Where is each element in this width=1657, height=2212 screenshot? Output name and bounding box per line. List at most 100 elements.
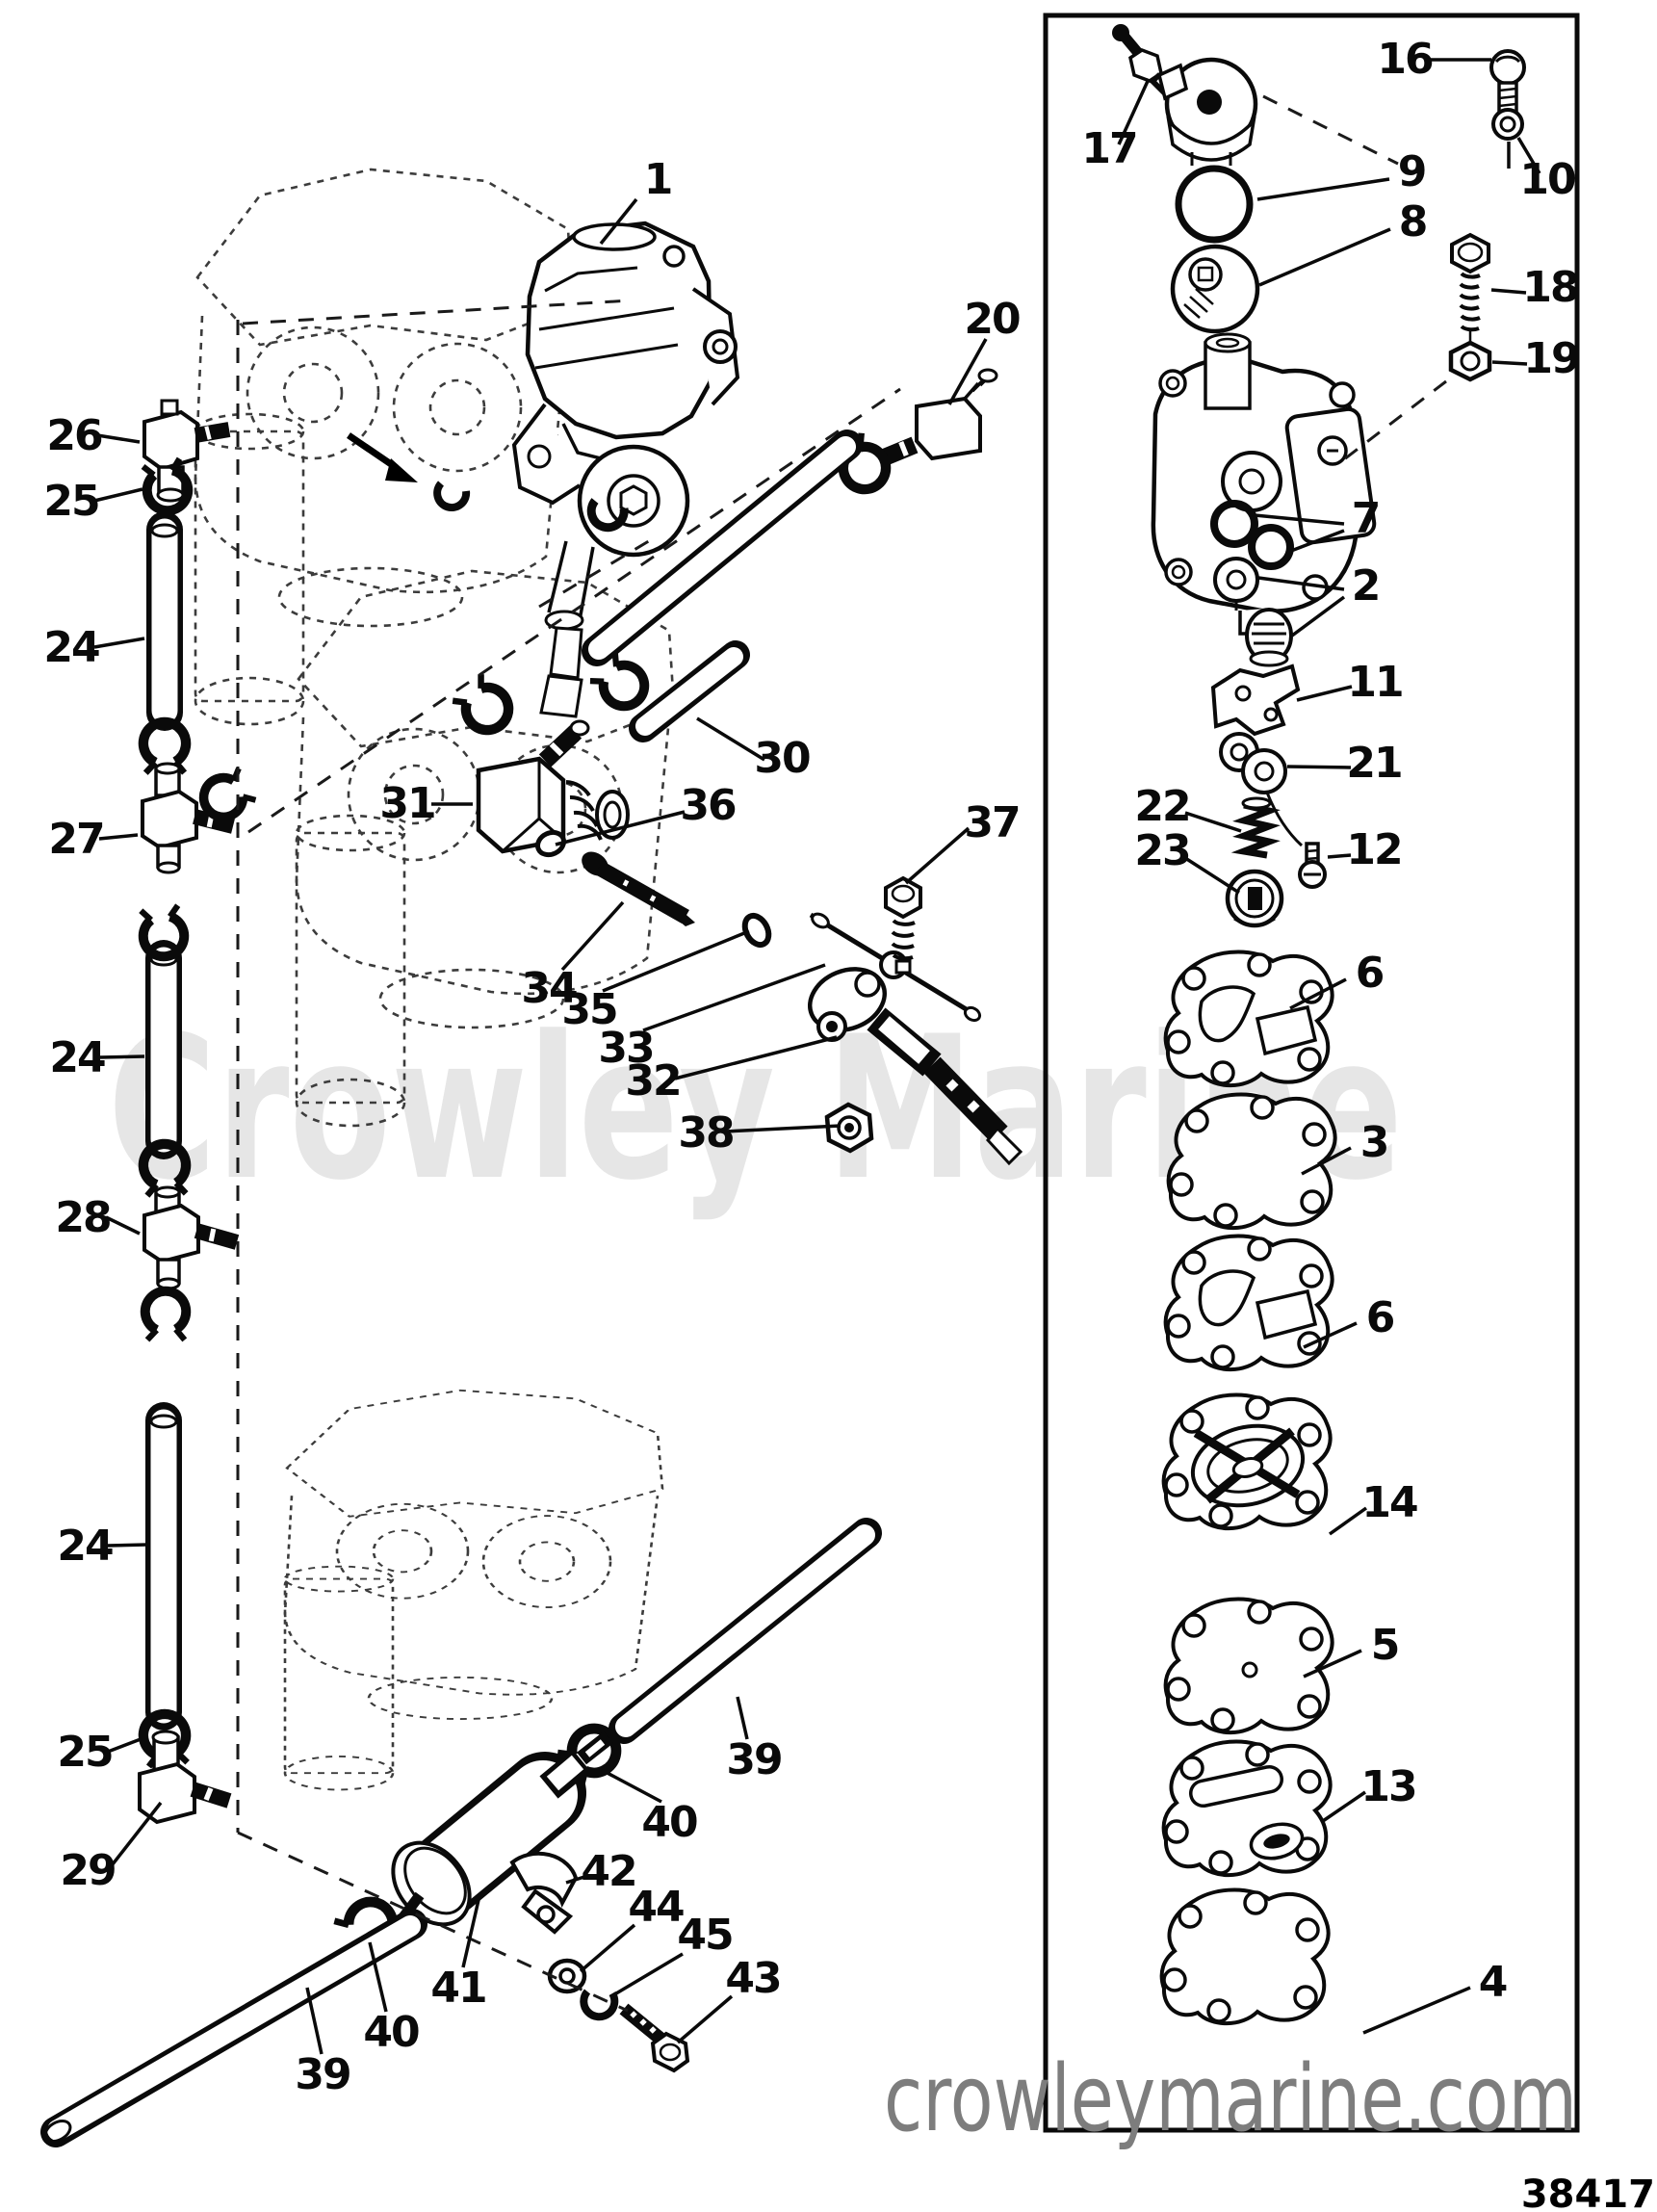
leader-line (1184, 811, 1242, 833)
leader-line (1301, 1146, 1352, 1176)
callout-37: 37 (964, 798, 1019, 847)
spring-22 (1230, 796, 1281, 859)
callout-39: 39 (295, 2050, 350, 2099)
callout-4: 4 (1479, 1958, 1507, 2007)
callout-2: 2 (1352, 561, 1380, 611)
fuel-pump-assembly (511, 221, 740, 718)
elbow-fitting-26 (142, 399, 231, 503)
leader-line (560, 900, 625, 972)
callout-29: 29 (60, 1846, 115, 1895)
callout-33: 33 (598, 1024, 653, 1073)
diaphragm-3 (1166, 1092, 1337, 1231)
callout-34: 34 (521, 964, 577, 1013)
callout-10: 10 (1519, 155, 1575, 204)
dashed-construction-lines (236, 94, 1447, 2013)
callout-20: 20 (964, 295, 1020, 344)
dashed-line (1343, 379, 1447, 461)
leader-line (1254, 513, 1345, 526)
callout-21: 21 (1346, 739, 1401, 788)
callout-25: 25 (57, 1728, 112, 1777)
pump-cap (1156, 57, 1258, 166)
callout-14: 14 (1361, 1478, 1417, 1527)
callout-6: 6 (1356, 949, 1384, 998)
drawing-number: 38417 (1521, 2173, 1655, 2212)
callout-40: 40 (641, 1798, 697, 1847)
callout-16: 16 (1377, 35, 1433, 84)
screw-16 (1489, 49, 1526, 114)
dashed-line (1262, 94, 1399, 166)
leader-line (579, 1923, 636, 1973)
callout-41: 41 (430, 1964, 485, 2013)
clamp-bracket-42 (509, 1851, 579, 1935)
callout-6: 6 (1366, 1293, 1394, 1342)
washer-44 (547, 1958, 587, 1994)
e-clip-45 (580, 1989, 619, 2021)
leader-line (1296, 685, 1353, 702)
leader-line (736, 1696, 749, 1740)
leader-line (674, 1035, 838, 1080)
callout-31: 31 (379, 779, 434, 828)
leader-line (1117, 78, 1151, 145)
callout-12: 12 (1346, 825, 1401, 874)
leader-line (642, 963, 826, 1032)
diaphragm-cup-8 (1170, 244, 1260, 334)
callout-25: 25 (43, 477, 98, 526)
fitting-32 (807, 967, 1023, 1166)
fuel-line-24-lower (145, 1402, 182, 1731)
callout-36: 36 (680, 781, 736, 830)
check-valves-2 (1213, 557, 1293, 667)
callout-24: 24 (49, 1033, 105, 1082)
bolt-18 (1450, 232, 1490, 345)
leader-line (1490, 288, 1527, 295)
callout-11: 11 (1347, 658, 1402, 707)
callout-24: 24 (43, 623, 99, 672)
callout-labels: 1202625242724282425293940414244454340393… (43, 35, 1580, 2099)
callout-38: 38 (678, 1108, 733, 1158)
elbow-fitting-20 (878, 368, 998, 467)
leader-line (107, 1801, 163, 1871)
callout-28: 28 (55, 1193, 110, 1242)
leader-line (99, 1054, 145, 1059)
dashed-line (242, 299, 632, 325)
screw-12 (1298, 842, 1327, 889)
leader-line (610, 1952, 684, 1998)
callout-22: 22 (1134, 782, 1189, 831)
fuel-line-24-upper (146, 511, 183, 731)
leader-line (1491, 360, 1528, 366)
leader-line (1362, 1986, 1471, 2035)
callout-3: 3 (1360, 1118, 1388, 1167)
callout-18: 18 (1522, 263, 1577, 312)
leader-line (1184, 856, 1240, 895)
tee-fitting-27 (141, 762, 235, 874)
callout-1: 1 (644, 155, 672, 204)
fuel-line-39-upper (608, 1518, 882, 1744)
gasket-4 (1159, 1887, 1331, 2026)
washer-10 (1491, 108, 1524, 141)
dashed-line (247, 387, 901, 834)
callout-43: 43 (725, 1954, 780, 2003)
callout-27: 27 (48, 815, 103, 864)
leader-line (461, 1899, 480, 1968)
o-ring-35 (741, 912, 772, 949)
leader-line (305, 1987, 324, 2055)
leader-line (1322, 1790, 1366, 1823)
callout-32: 32 (625, 1056, 680, 1106)
leader-line (107, 1543, 148, 1548)
callout-19: 19 (1523, 334, 1578, 383)
leader-line (96, 433, 141, 444)
leader-line (1289, 977, 1347, 1010)
link-21 (1219, 732, 1304, 847)
diaphragm-5 (1163, 1597, 1334, 1735)
leader-line (1290, 529, 1345, 553)
elbow-fitting-29 (138, 1730, 232, 1825)
callout-24: 24 (57, 1522, 113, 1571)
callout-7: 7 (1352, 494, 1380, 543)
site-watermark-text: crowleymarine.com (884, 2046, 1577, 2152)
callout-35: 35 (561, 985, 616, 1034)
leader-line (1286, 765, 1352, 769)
leader-line (93, 487, 143, 503)
callout-5: 5 (1371, 1621, 1399, 1670)
callout-13: 13 (1360, 1762, 1415, 1811)
